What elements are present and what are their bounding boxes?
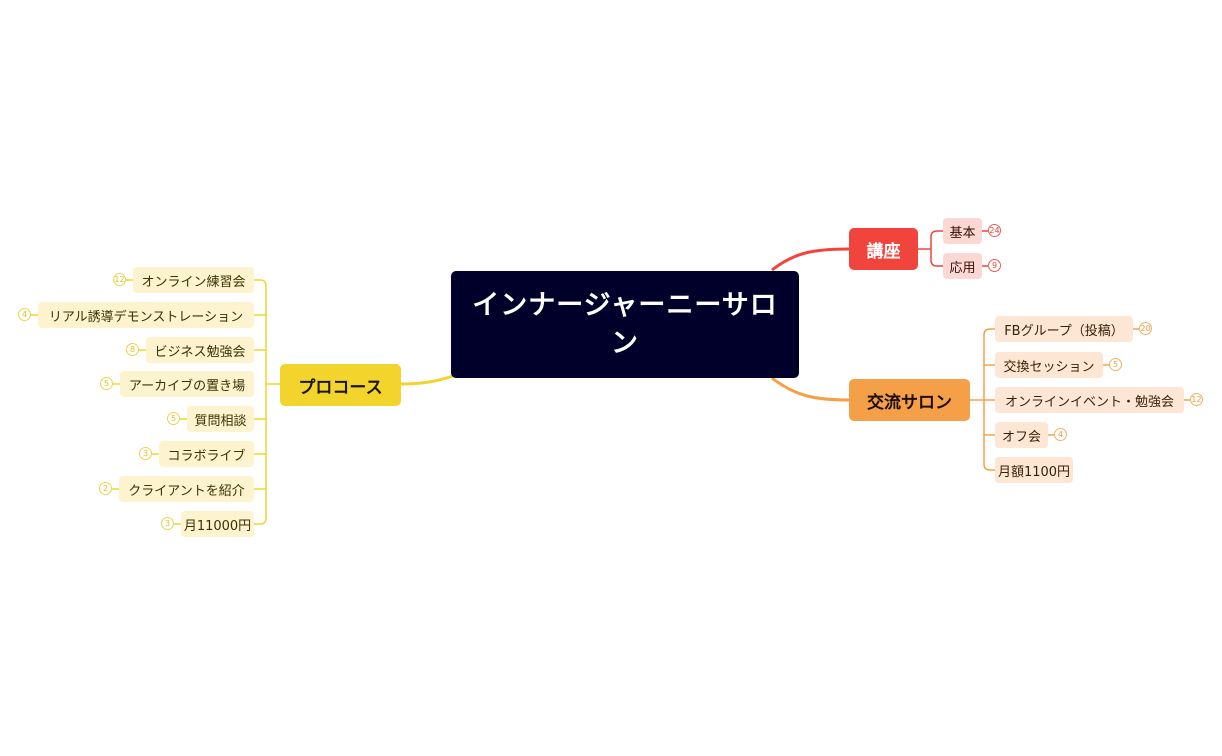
- subtopic-ouyou[interactable]: 応用: [943, 253, 982, 279]
- connector-central-pro: [400, 374, 454, 386]
- topic-kouza[interactable]: 講座: [849, 228, 918, 270]
- subtopic-client-referral[interactable]: クライアントを紹介: [119, 476, 254, 502]
- subtopic-business-study[interactable]: ビジネス勉強会: [146, 337, 254, 363]
- count-badge: 12: [1190, 393, 1203, 406]
- count-badge: 5: [1109, 358, 1122, 371]
- subtopic-monthly-fee-pro[interactable]: 月11000円: [181, 511, 254, 537]
- subtopic-online-practice[interactable]: オンライン練習会: [133, 267, 254, 293]
- connector-central-kouza: [771, 247, 850, 272]
- subtopic-online-event[interactable]: オンラインイベント・勉強会: [995, 387, 1184, 413]
- subtopic-koukan-session[interactable]: 交換セッション: [995, 352, 1103, 378]
- subtopic-kihon[interactable]: 基本: [943, 218, 982, 244]
- connector-kouryu-leaves: [970, 328, 1190, 471]
- central-topic[interactable]: インナージャーニーサロン: [451, 271, 799, 378]
- count-badge: 9: [988, 259, 1001, 272]
- count-badge: 4: [1054, 428, 1067, 441]
- subtopic-question[interactable]: 質問相談: [187, 406, 254, 432]
- topic-pro-course[interactable]: プロコース: [280, 364, 401, 406]
- count-badge: 3: [161, 517, 174, 530]
- count-badge: 3: [139, 447, 152, 460]
- topic-kouryu-salon[interactable]: 交流サロン: [849, 379, 970, 421]
- count-badge: 2: [99, 482, 112, 495]
- subtopic-monthly-fee[interactable]: 月額1100円: [995, 457, 1073, 483]
- subtopic-real-demo[interactable]: リアル誘導デモンストレーション: [38, 302, 254, 328]
- count-badge: 5: [100, 377, 113, 390]
- count-badge: 20: [1139, 322, 1152, 335]
- connector-kouza-leaves: [918, 230, 988, 267]
- connector-pro-leaves: [31, 279, 280, 525]
- connector-central-kouryu: [771, 376, 850, 402]
- count-badge: 8: [126, 343, 139, 356]
- subtopic-collab-live[interactable]: コラボライブ: [159, 441, 254, 467]
- subtopic-fb-group[interactable]: FBグループ（投稿）: [995, 316, 1133, 342]
- count-badge: 12: [113, 273, 126, 286]
- count-badge: 5: [167, 412, 180, 425]
- subtopic-archive[interactable]: アーカイブの置き場: [120, 371, 254, 397]
- count-badge: 4: [18, 308, 31, 321]
- count-badge: 24: [988, 224, 1001, 237]
- subtopic-offkai[interactable]: オフ会: [995, 422, 1048, 448]
